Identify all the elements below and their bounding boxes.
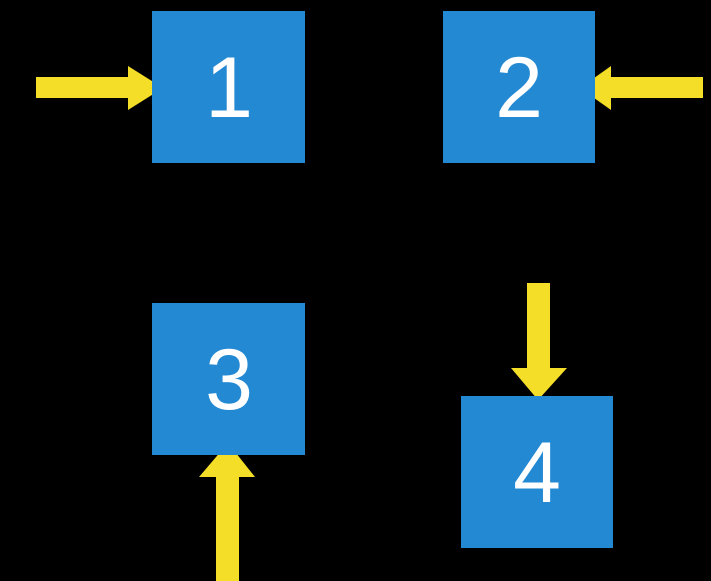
- box-2-label: 2: [495, 40, 543, 136]
- box-1[interactable]: 1: [152, 11, 305, 163]
- box-3-label: 3: [205, 332, 253, 428]
- arrow-into-box-2-icon: [580, 66, 703, 110]
- box-3-rect[interactable]: [152, 303, 305, 455]
- box-2-rect[interactable]: [443, 11, 595, 163]
- box-4[interactable]: 4: [461, 396, 613, 548]
- box-4-rect[interactable]: [461, 396, 613, 548]
- arrow-into-box-4-icon: [511, 283, 567, 400]
- arrow-into-box-1-icon: [36, 66, 163, 110]
- box-1-label: 1: [205, 40, 253, 136]
- box-3[interactable]: 3: [152, 303, 305, 455]
- box-2[interactable]: 2: [443, 11, 595, 163]
- arrow-into-box-3-icon: [199, 443, 255, 581]
- box-1-rect[interactable]: [152, 11, 305, 163]
- box-4-label: 4: [513, 425, 561, 521]
